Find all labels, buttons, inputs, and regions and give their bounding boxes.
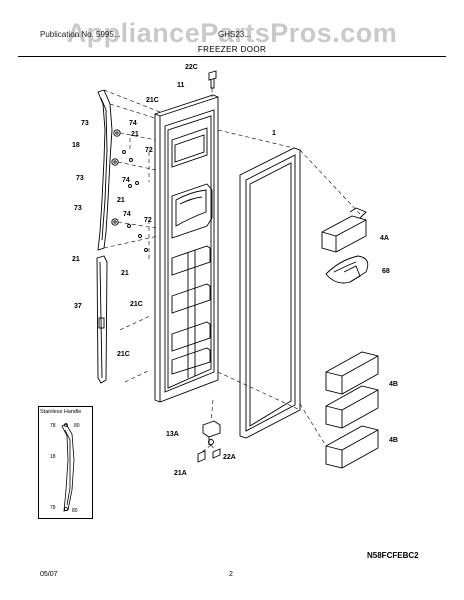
- bottom-hinge: [197, 420, 221, 463]
- callout-73-b: 73: [76, 175, 84, 182]
- callout-11: 11: [177, 82, 185, 89]
- model-header: GHS23...: [218, 30, 251, 39]
- inset-callout-18: 18: [50, 454, 56, 460]
- callout-4b-b: 4B: [389, 437, 398, 444]
- callout-21c-mid: 21C: [130, 301, 143, 308]
- callout-73-c: 73: [74, 205, 82, 212]
- callout-13a: 13A: [166, 431, 179, 438]
- footer-date: 05/07: [40, 571, 58, 578]
- inset-callout-78-top: 78: [50, 423, 56, 429]
- callout-4b-a: 4B: [389, 381, 398, 388]
- inset-callout-78-bottom: 78: [50, 505, 56, 511]
- inset-callout-80-bottom: 80: [72, 508, 78, 514]
- callout-21-c: 21: [72, 256, 80, 263]
- inset-title: Stainless Handle: [40, 409, 82, 415]
- callout-21-d: 21: [121, 270, 129, 277]
- title-rule: [18, 56, 446, 57]
- handle-fasteners: [111, 129, 148, 252]
- top-hinge-pin: [208, 70, 217, 89]
- callout-72-a: 72: [145, 147, 153, 154]
- callout-21-a: 21: [131, 131, 139, 138]
- door-outer-panel: [154, 94, 219, 403]
- callout-74-a: 74: [129, 120, 137, 127]
- door-handle: [97, 89, 113, 251]
- callout-21c-low: 21C: [117, 351, 130, 358]
- callout-22c: 22C: [185, 64, 198, 71]
- stainless-handle-drawing: [61, 423, 75, 512]
- callout-73-a: 73: [81, 120, 89, 127]
- callout-72-b: 72: [144, 217, 152, 224]
- dairy-door: [325, 255, 369, 284]
- assembly-lines: [103, 88, 361, 453]
- inset-callout-80-top: 80: [74, 423, 80, 429]
- callout-22a: 22A: [223, 454, 236, 461]
- door-gasket: [239, 147, 301, 439]
- callout-37: 37: [74, 303, 82, 310]
- callout-74-b: 74: [122, 177, 130, 184]
- callout-68: 68: [382, 268, 390, 275]
- callout-18: 18: [72, 142, 80, 149]
- watermark: AppliancePartsPros.com: [66, 18, 398, 48]
- door-bins-4b: [325, 351, 379, 469]
- publication-header: Publication No. 5995...: [40, 30, 121, 39]
- handle-trim-strip: [96, 255, 108, 384]
- callout-21c-top: 21C: [146, 97, 159, 104]
- diagram-title: FREEZER DOOR: [197, 45, 267, 54]
- door-liner: [164, 109, 215, 393]
- callout-74-c: 74: [123, 211, 131, 218]
- callout-21-b: 21: [117, 197, 125, 204]
- callout-1: 1: [272, 130, 276, 137]
- callout-21a: 21A: [174, 470, 187, 477]
- callout-4a: 4A: [380, 235, 389, 242]
- footer-page-number: 2: [229, 571, 233, 578]
- stainless-handle-inset: [38, 406, 93, 519]
- door-bin-4a: [321, 207, 367, 253]
- model-code: N58FCFEBC2: [367, 551, 419, 560]
